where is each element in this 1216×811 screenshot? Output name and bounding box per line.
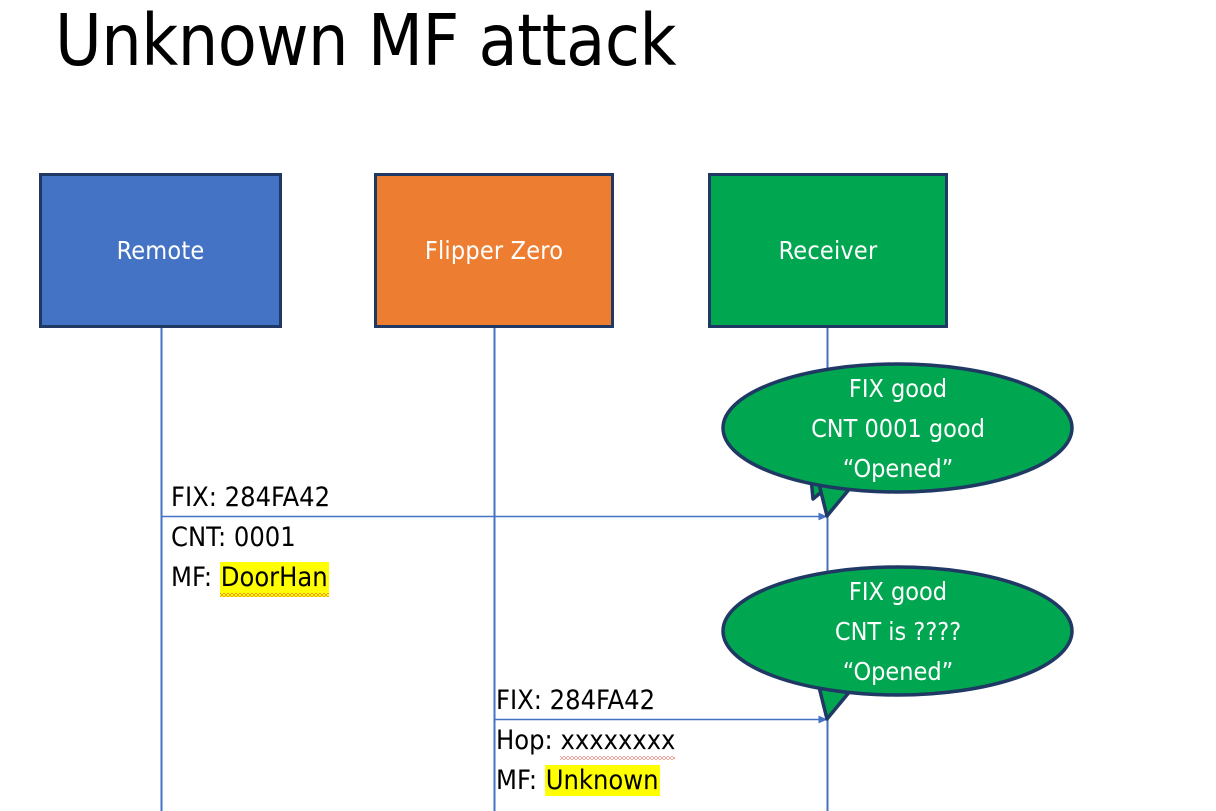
message-1-line-2-prefix: CNT: [171, 522, 234, 553]
message-1-line-2-value: 0001 [233, 522, 296, 553]
page-title: Unknown MF attack [55, 0, 676, 82]
actor-label-flipper: Flipper Zero [424, 236, 564, 265]
actor-box-remote[interactable]: Remote [39, 173, 282, 328]
message-2-line-3-prefix: MF: [496, 765, 545, 796]
bubble-1-line-1: FIX good [848, 374, 948, 403]
message-1-line-3-value: DoorHan [220, 562, 329, 597]
bubble-2-line-3: “Opened” [842, 657, 954, 686]
speech-bubble-2-text: FIX good CNT is ???? “Opened” [723, 572, 1073, 692]
message-2-line-1-prefix: FIX: [496, 685, 550, 716]
speech-bubble-2 [721, 565, 1074, 721]
actor-box-receiver[interactable]: Receiver [708, 173, 948, 328]
message-1-line-1: FIX: 284FA42 [171, 478, 330, 518]
actor-label-receiver: Receiver [778, 236, 878, 265]
message-1-line-1-prefix: FIX: [171, 482, 225, 513]
message-1-line-2: CNT: 0001 [171, 518, 330, 558]
message-2-line-2-value: xxxxxxxx [560, 725, 676, 760]
message-label-remote-to-receiver: FIX: 284FA42 CNT: 0001 MF: DoorHan [171, 478, 330, 598]
bubble-2-line-2: CNT is ???? [834, 617, 962, 646]
message-2-line-1-value: 284FA42 [549, 685, 656, 716]
actor-box-flipper[interactable]: Flipper Zero [374, 173, 614, 328]
message-2-line-3: MF: Unknown [496, 761, 675, 801]
message-2-line-2: Hop: xxxxxxxx [496, 721, 676, 761]
bubble-2-line-1: FIX good [848, 577, 948, 606]
message-2-line-1: FIX: 284FA42 [496, 681, 675, 721]
message-1-line-3: MF: DoorHan [171, 558, 330, 598]
speech-bubble-1 [721, 362, 1074, 518]
actor-label-remote: Remote [116, 236, 205, 265]
bubble-1-line-2: CNT 0001 good [811, 414, 985, 443]
message-2-line-2-prefix: Hop: [496, 725, 561, 756]
message-label-flipper-to-receiver: FIX: 284FA42 Hop: xxxxxxxx MF: Unknown [496, 681, 676, 801]
bubble-1-line-3: “Opened” [842, 454, 954, 483]
message-1-line-3-prefix: MF: [171, 562, 220, 593]
message-2-line-3-value: Unknown [544, 765, 660, 796]
message-1-line-1-value: 284FA42 [224, 482, 331, 513]
speech-bubble-1-text: FIX good CNT 0001 good “Opened” [723, 369, 1073, 489]
